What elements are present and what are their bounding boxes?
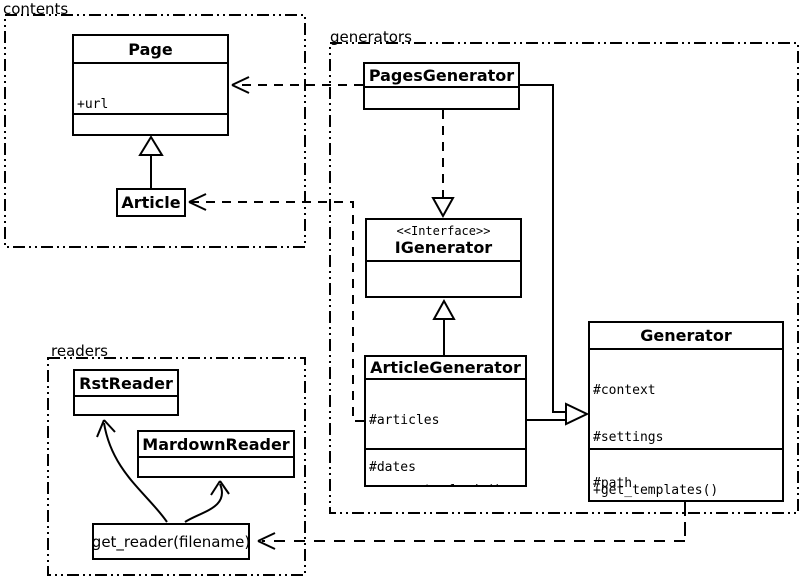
class-pagesgenerator-name: PagesGenerator bbox=[368, 65, 515, 85]
class-articlegenerator: ArticleGenerator #articles #dates #tags … bbox=[364, 355, 527, 487]
dependency-pagesgenerator-to-page bbox=[231, 76, 363, 94]
package-border-readers bbox=[47, 357, 306, 576]
class-articlegenerator-methods: +generate_feeds() +generate_pages() bbox=[366, 448, 525, 485]
class-igenerator: <<Interface>> IGenerator +generate_conte… bbox=[365, 218, 522, 298]
generalization-articlegenerator-to-igenerator bbox=[432, 298, 456, 355]
class-igenerator-name: IGenerator bbox=[394, 237, 493, 257]
class-mardownreader-methods: +read() bbox=[139, 456, 293, 476]
package-border-generators bbox=[329, 42, 799, 514]
arrow-getreader-to-rstreader bbox=[96, 419, 168, 523]
class-page: Page +url +slug +summary +check_properti… bbox=[72, 34, 229, 136]
arrow-getreader-to-mardownreader bbox=[184, 480, 230, 523]
class-igenerator-stereotype: <<Interface>> bbox=[396, 223, 491, 238]
class-page-attributes: +url +slug +summary bbox=[74, 62, 227, 113]
class-pagesgenerator: PagesGenerator #pages bbox=[363, 62, 520, 110]
dependency-generator-to-getreader bbox=[257, 502, 686, 550]
class-page-name: Page bbox=[128, 39, 173, 59]
function-box-get-reader: get_reader(filename) bbox=[92, 523, 250, 560]
class-article: Article bbox=[116, 188, 186, 217]
class-igenerator-methods: +generate_context() +generate_output() bbox=[367, 260, 520, 296]
class-rstreader: RstReader +read() bbox=[73, 369, 179, 416]
class-rstreader-name: RstReader bbox=[79, 373, 173, 393]
package-label-generators: generators bbox=[330, 28, 412, 46]
class-articlegenerator-attributes: #articles #dates #tags #categories bbox=[366, 378, 525, 475]
class-articlegenerator-name: ArticleGenerator bbox=[370, 358, 521, 377]
dependency-articlegenerator-to-article bbox=[188, 193, 364, 422]
class-pagesgenerator-attributes: #pages bbox=[365, 86, 518, 108]
class-page-methods: +check_properties() bbox=[74, 113, 227, 134]
package-border-contents bbox=[4, 14, 306, 248]
class-article-name: Article bbox=[121, 193, 181, 212]
class-rstreader-methods: +read() bbox=[75, 395, 177, 414]
generalization-to-generator bbox=[520, 84, 590, 426]
generalization-article-to-page bbox=[138, 135, 164, 188]
class-igenerator-header: <<Interface>> IGenerator bbox=[367, 220, 520, 260]
class-generator-name: Generator bbox=[640, 326, 732, 345]
class-generator-attributes: #context #settings #path #theme #output_… bbox=[590, 348, 782, 491]
package-label-contents: contents bbox=[3, 0, 69, 18]
class-mardownreader: MardownReader +read() bbox=[137, 430, 295, 478]
class-generator-methods: +get_templates() +get_files(path,exclude… bbox=[590, 448, 782, 500]
class-mardownreader-name: MardownReader bbox=[142, 434, 290, 454]
class-generator: Generator #context #settings #path #them… bbox=[588, 321, 784, 502]
package-label-readers: readers bbox=[51, 342, 108, 360]
realization-pagesgenerator-to-igenerator bbox=[431, 110, 455, 219]
